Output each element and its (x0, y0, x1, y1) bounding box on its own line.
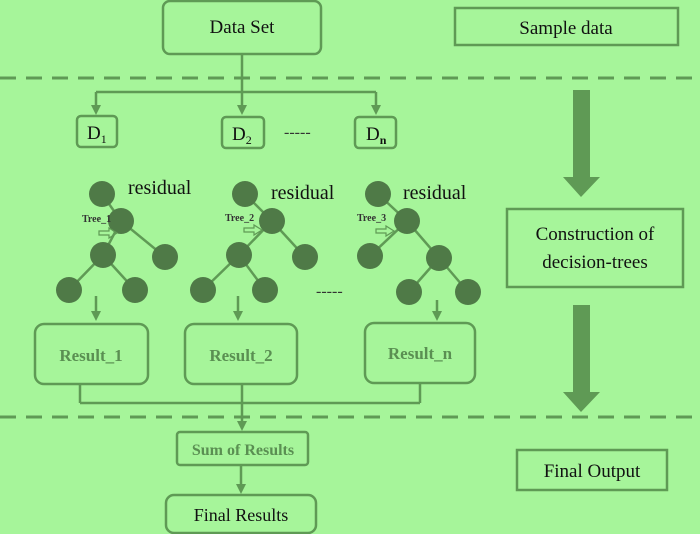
subset-letter: D (366, 124, 380, 145)
tree-node (190, 277, 216, 303)
subset-letter: D (87, 123, 101, 144)
final-results-box: Final Results (164, 493, 318, 534)
dataset-label: Data Set (210, 17, 276, 38)
tree-node (108, 208, 134, 234)
subset-subscript: n (380, 133, 387, 147)
construction-box: Construction of decision-trees (505, 207, 685, 289)
result-box-1: Result_1 (33, 322, 150, 386)
tree-node (252, 277, 278, 303)
sum-of-results-box: Sum of Results (175, 430, 310, 467)
flow-arrow-down-2 (563, 305, 600, 412)
svg-text:Dn: Dn (366, 124, 387, 147)
result-label: Result_n (388, 344, 453, 363)
tree-node (232, 181, 258, 207)
subset-subscript: 1 (101, 132, 107, 146)
sum-of-results-label: Sum of Results (192, 442, 294, 459)
residual-label: residual (271, 182, 335, 204)
tree-label: Tree_3 (357, 213, 386, 224)
tree-node (122, 277, 148, 303)
svg-text:D2: D2 (232, 124, 252, 147)
construction-label-line1: Construction of (536, 224, 655, 245)
subset-box-n: Dn (353, 115, 398, 150)
residual-label: residual (403, 182, 467, 204)
result-merge-connectors (78, 383, 422, 431)
sample-data-box: Sample data (453, 6, 680, 47)
flow-arrow-down-1 (563, 90, 600, 197)
tree-node (455, 279, 481, 305)
tree-node (90, 242, 116, 268)
svg-text:D1: D1 (87, 123, 107, 146)
result-box-n: Result_n (363, 321, 477, 385)
tree-ellipsis: ----- (316, 283, 343, 300)
tree-arrow-icon (375, 224, 396, 238)
tree-arrow-icon (243, 223, 264, 237)
tree-node (89, 181, 115, 207)
construction-label-line2: decision-trees (542, 252, 648, 273)
final-output-box: Final Output (515, 448, 669, 492)
subset-letter: D (232, 124, 246, 145)
subset-box-2: D2 (220, 115, 266, 150)
tree-node (394, 208, 420, 234)
tree-3: residual Tree_3 (357, 181, 481, 321)
dataset-branch-connectors (91, 54, 381, 115)
tree-1: residual Tree_1 (56, 177, 192, 321)
tree-2: residual Tree_2 (190, 181, 335, 321)
residual-label: residual (128, 177, 192, 199)
result-label: Result_1 (59, 346, 122, 365)
dataset-box: Data Set (161, 0, 323, 56)
tree-node (152, 244, 178, 270)
tree-label: Tree_2 (225, 213, 254, 224)
final-output-label: Final Output (544, 461, 641, 482)
final-results-label: Final Results (194, 505, 289, 525)
subset-subscript: 2 (246, 133, 252, 147)
subset-ellipsis: ----- (284, 124, 311, 141)
tree-node (426, 245, 452, 271)
tree-node (396, 279, 422, 305)
tree-node (292, 244, 318, 270)
tree-arrow-icon (98, 226, 119, 240)
result-box-2: Result_2 (183, 322, 299, 386)
tree-label: Tree_1 (82, 214, 111, 225)
tree-node (226, 242, 252, 268)
tree-node (259, 208, 285, 234)
result-label: Result_2 (209, 346, 272, 365)
tree-node (357, 243, 383, 269)
sample-data-label: Sample data (519, 18, 613, 39)
subset-box-1: D1 (75, 114, 119, 149)
tree-node (365, 181, 391, 207)
tree-node (56, 277, 82, 303)
